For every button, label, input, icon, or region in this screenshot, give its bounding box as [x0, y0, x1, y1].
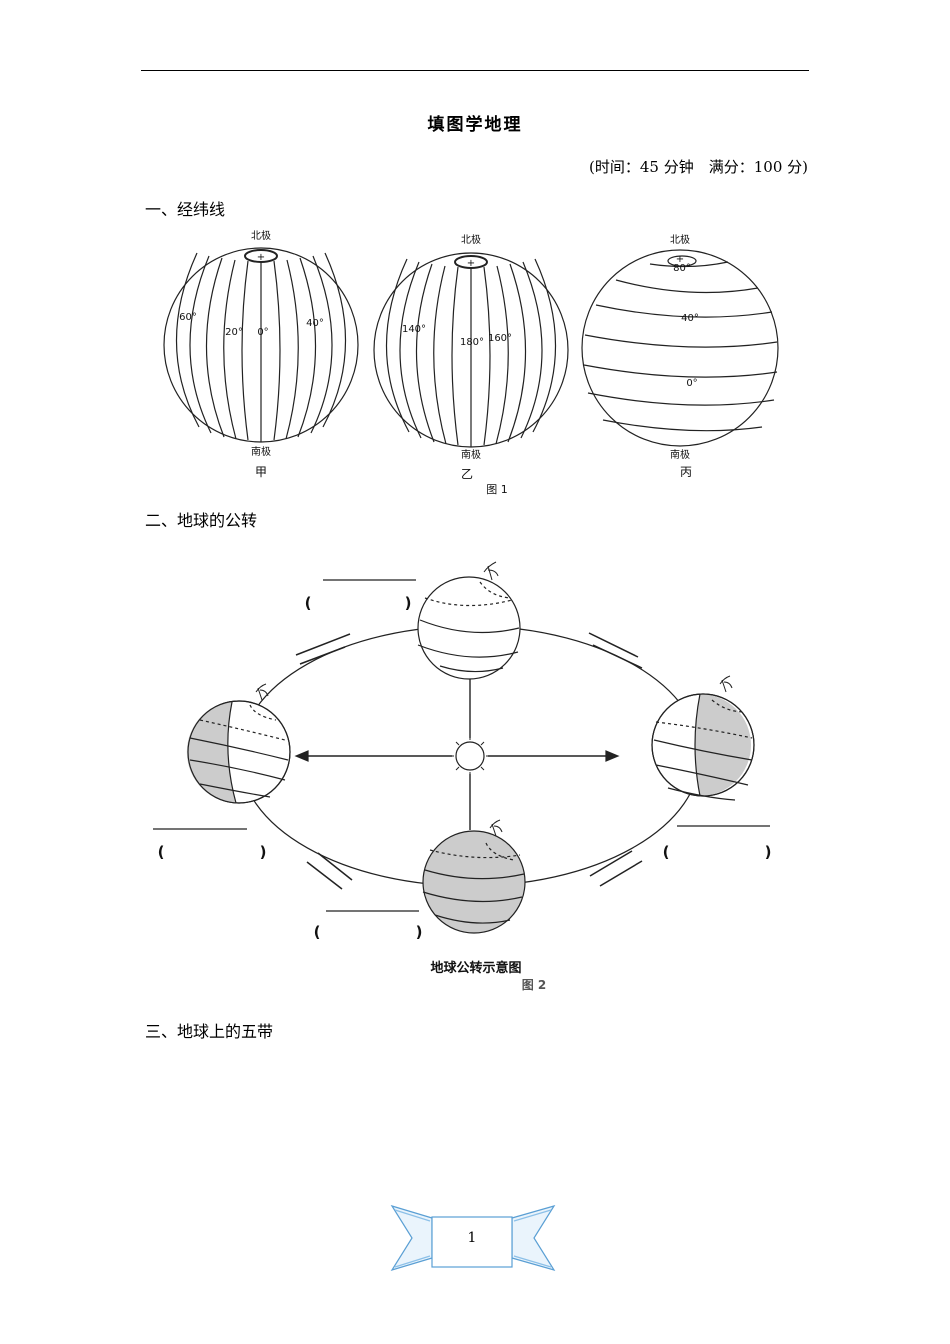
blank-bottom-open: (: [314, 923, 321, 941]
svg-text:+: +: [467, 258, 475, 269]
globe-bing-name: 丙: [680, 465, 692, 479]
page-number: 1: [467, 1230, 477, 1246]
globe-bing-south: 南极: [670, 448, 690, 461]
header-rule: [141, 70, 809, 71]
globe-yi-label-3: 160°: [488, 333, 512, 344]
globe-jia-north: 北极: [251, 229, 271, 242]
globe-bing: [581, 249, 779, 447]
figure1-labels: 北极 + 60° 20° 0° 40° 南极 甲 北极 + 140° 180° …: [179, 229, 699, 496]
blank-bottom-close: ): [416, 923, 423, 941]
svg-text:+: +: [676, 254, 684, 265]
globe-yi-north: 北极: [461, 233, 481, 246]
section-heading-3: 三、地球上的五带: [145, 1022, 274, 1041]
blank-top-left-open: (: [305, 594, 312, 612]
blank-right-open: (: [663, 843, 670, 861]
footer-ribbon: [390, 1204, 556, 1272]
earth-bottom: [422, 819, 526, 934]
globe-jia-name: 甲: [255, 465, 267, 479]
figure2-subtitle: 地球公转示意图: [430, 960, 521, 976]
globe-yi-name: 乙: [461, 467, 473, 481]
svg-text:+: +: [257, 252, 265, 263]
figure2-labels: ( ) ( ) ( ) ( ) 地球公转示意图 图 2: [158, 594, 772, 992]
figure2-caption: 图 2: [522, 978, 547, 992]
globe-jia-label-1: 60°: [179, 312, 197, 323]
globe-jia-south: 南极: [251, 445, 271, 458]
exam-info: (时间：45 分钟 满分：100 分): [589, 158, 808, 176]
section-heading-2: 二、地球的公转: [145, 511, 258, 530]
sun-icon: [450, 736, 490, 776]
globe-bing-north: 北极: [670, 233, 690, 246]
globe-bing-label-2: 40°: [681, 313, 699, 324]
globe-jia: [163, 247, 359, 443]
globe-jia-label-4: 40°: [306, 318, 324, 329]
globe-bing-label-1: 80°: [673, 263, 691, 274]
globe-yi-label-2: 180°: [460, 337, 484, 348]
globe-jia-label-2: 20°: [225, 327, 243, 338]
earth-top: [417, 561, 521, 680]
globe-yi-south: 南极: [461, 448, 481, 461]
figure1: [163, 247, 779, 448]
page-title: 填图学地理: [427, 115, 523, 135]
blank-top-left-close: ): [405, 594, 412, 612]
blank-right-close: ): [765, 843, 772, 861]
globe-yi-label-1: 140°: [402, 324, 426, 335]
globe-yi: [373, 252, 569, 448]
blank-left-open: (: [158, 843, 165, 861]
globe-jia-label-3: 0°: [257, 327, 268, 338]
globe-bing-label-3: 0°: [686, 378, 697, 389]
section-heading-1: 一、经纬线: [145, 200, 226, 219]
earth-right: [651, 675, 755, 801]
earth-left: [186, 683, 291, 804]
blank-left-close: ): [260, 843, 267, 861]
figure1-caption: 图 1: [486, 483, 508, 496]
figure2: [153, 561, 770, 934]
